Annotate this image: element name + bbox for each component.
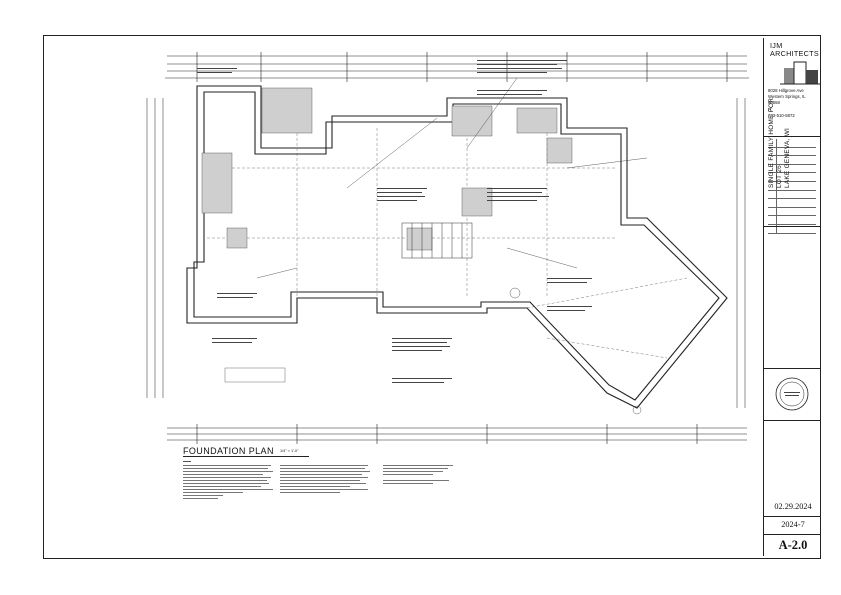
drawing-area: [47, 38, 760, 556]
firm-name-line1: IJM: [770, 41, 783, 50]
divider: [764, 534, 820, 535]
project-description: SINGLE FAMILY HOME FOR LOT 26 LAKE GENEV…: [768, 38, 792, 188]
sheet-number: A-2.0: [778, 538, 808, 552]
address-line3: 60558: [768, 100, 780, 106]
firm-name: IJM ARCHITECTS: [770, 42, 819, 58]
general-notes: [183, 461, 453, 499]
title-underline: [183, 456, 309, 457]
project-line1: SINGLE FAMILY HOME FOR: [768, 97, 775, 188]
title-block: IJM ARCHITECTS 8028 Hillgrove Ave Wester…: [763, 38, 820, 556]
drawing-scale: 1/4" = 1'-0": [280, 449, 299, 453]
divider: [764, 420, 820, 421]
phone-number: 773-510-5872: [768, 112, 795, 118]
divider: [764, 368, 820, 369]
firm-name-line2: ARCHITECTS: [770, 49, 819, 58]
firm-logo-icon: [780, 61, 820, 85]
divider: [764, 136, 820, 137]
project-line2: LOT 26: [776, 165, 783, 188]
job-number: 2024-7: [781, 520, 805, 529]
issue-date: 02.29.2024: [774, 502, 812, 511]
foundation-plan-drawing: [146, 52, 749, 444]
divider: [764, 516, 820, 517]
drawing-title: FOUNDATION PLAN: [183, 446, 274, 456]
revision-table: [768, 139, 816, 234]
architect-seal-icon: [775, 377, 809, 411]
address-line2: Western Springs, IL: [768, 94, 806, 100]
divider: [764, 226, 820, 227]
sheet-border: [43, 35, 821, 559]
phone-label: P:: [768, 106, 773, 112]
firm-address: 8028 Hillgrove Ave Western Springs, IL 6…: [768, 88, 820, 119]
project-line3: LAKE GENEVA, WI: [784, 127, 791, 188]
address-line1: 8028 Hillgrove Ave: [768, 88, 804, 93]
